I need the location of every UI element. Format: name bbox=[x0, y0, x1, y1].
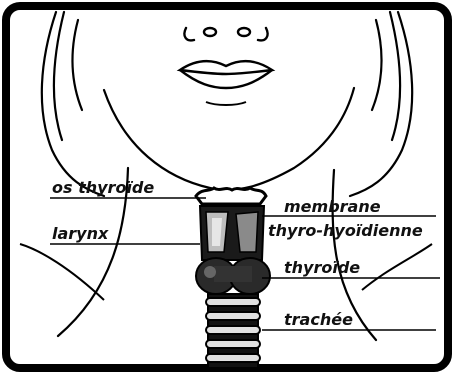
label-os-thyroide: os thyroïde bbox=[52, 178, 154, 197]
label-membrane-line2: thyro-hyoïdienne bbox=[268, 221, 423, 240]
larynx-cartilage bbox=[200, 206, 264, 260]
trachea bbox=[206, 294, 260, 368]
label-thyroide: thyroïde bbox=[284, 258, 360, 277]
hyoid-bone bbox=[196, 188, 266, 204]
label-membrane-line1: membrane bbox=[284, 197, 381, 216]
label-trachee: trachée bbox=[284, 310, 353, 329]
label-larynx: larynx bbox=[52, 224, 109, 243]
